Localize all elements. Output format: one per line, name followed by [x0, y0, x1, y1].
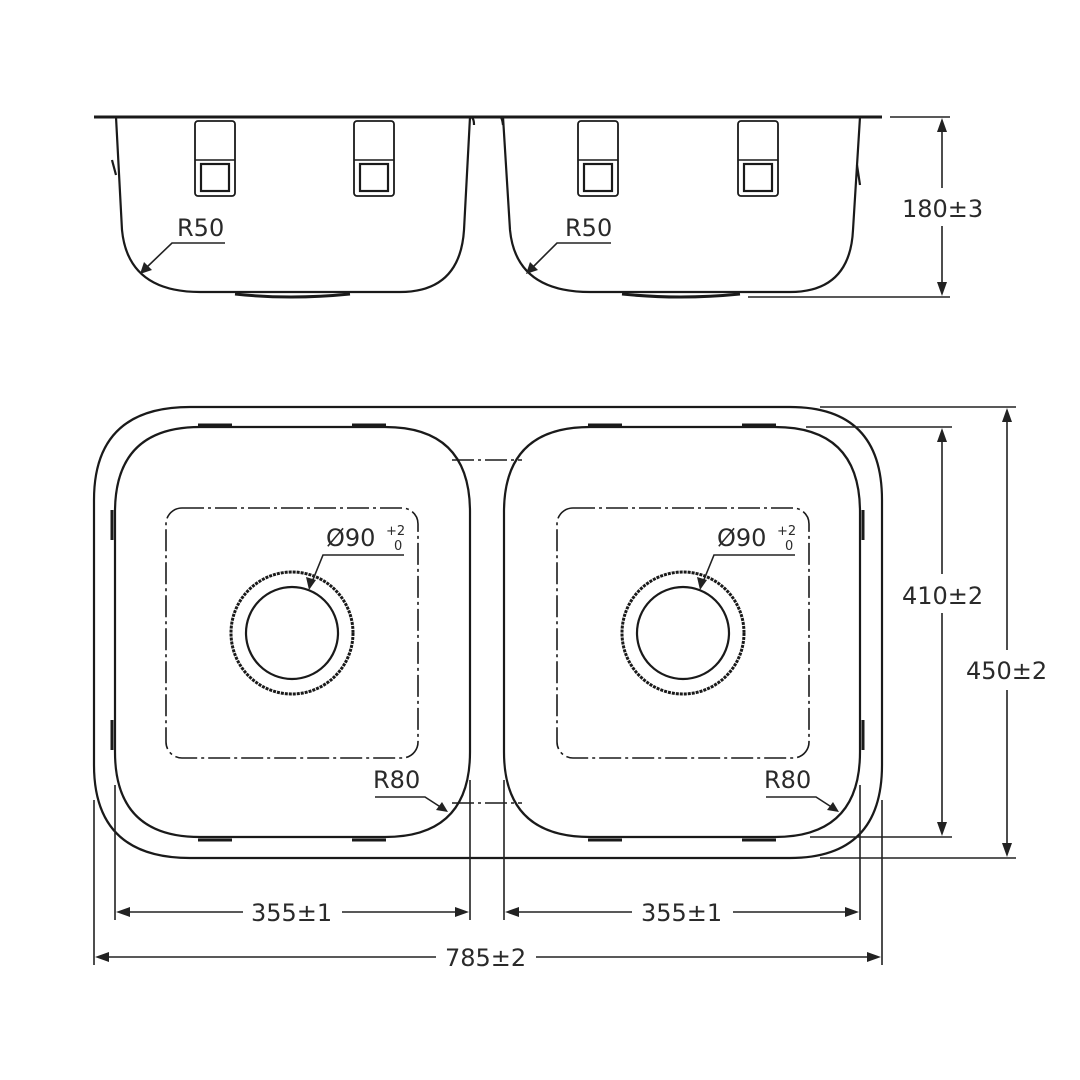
left-drain	[229, 570, 355, 696]
bowl-depth-410-label: 410±2	[902, 582, 983, 610]
side-view-divider-left	[469, 115, 476, 126]
right-r50-callout: R50	[526, 214, 612, 274]
right-drain-diameter-callout: Ø90 +2 0	[697, 524, 796, 590]
plan-view-right-bowl-outline	[502, 425, 862, 839]
left-drain-tol-upper: +2	[386, 524, 405, 539]
depth-180-label: 180±3	[902, 195, 983, 223]
right-bowl-width-355-dimension: 355±1	[505, 899, 859, 927]
side-view-right-tab	[855, 164, 862, 186]
side-view-right-bowl-outline	[501, 116, 862, 294]
plan-view-right-bowl-base	[556, 507, 810, 759]
plan-view-clip-marks	[110, 423, 865, 842]
right-drain	[620, 570, 746, 696]
width-extension-lines	[93, 780, 883, 965]
plan-view: Ø90 +2 0 Ø90 +2 0 R80 R80	[92, 405, 1047, 972]
right-drain-diameter-label: Ø90	[717, 524, 766, 552]
left-bowl-width-label: 355±1	[251, 899, 332, 927]
right-r80-label: R80	[764, 766, 811, 794]
right-drain-tol-upper: +2	[777, 524, 796, 539]
left-bowl-width-355-dimension: 355±1	[116, 899, 469, 927]
overall-depth-450-dimension: 450±2	[820, 406, 1047, 859]
plan-view-outer-flange	[92, 405, 884, 860]
side-view-mounting-clip	[577, 120, 619, 197]
right-drain-tol-lower: 0	[785, 539, 793, 554]
right-r50-label: R50	[565, 214, 612, 242]
bowl-depth-410-dimension: 410±2	[806, 426, 983, 838]
side-view-left-drain	[234, 292, 351, 299]
left-drain-diameter-callout: Ø90 +2 0	[306, 524, 405, 590]
side-view-left-bowl-outline	[114, 116, 472, 294]
side-view-right-drain	[621, 292, 741, 299]
overall-width-label: 785±2	[445, 944, 526, 972]
left-r80-callout: R80	[373, 766, 448, 812]
side-view-mounting-clip	[737, 120, 779, 197]
left-drain-diameter-label: Ø90	[326, 524, 375, 552]
plan-view-left-bowl-base	[165, 507, 419, 759]
right-bowl-width-label: 355±1	[641, 899, 722, 927]
side-view-mounting-clip	[194, 120, 236, 197]
left-r50-callout: R50	[140, 214, 225, 274]
side-view-left-tab	[110, 159, 118, 176]
side-view: R50 R50 180±3	[94, 115, 983, 299]
overall-depth-450-label: 450±2	[966, 657, 1047, 685]
left-drain-tol-lower: 0	[394, 539, 402, 554]
overall-width-785-dimension: 785±2	[95, 944, 881, 972]
plan-view-left-bowl-outline	[113, 425, 472, 839]
depth-180-dimension: 180±3	[748, 116, 983, 298]
side-view-mounting-clip	[353, 120, 395, 197]
right-r80-callout: R80	[764, 766, 839, 812]
left-r80-label: R80	[373, 766, 420, 794]
left-r50-label: R50	[177, 214, 224, 242]
